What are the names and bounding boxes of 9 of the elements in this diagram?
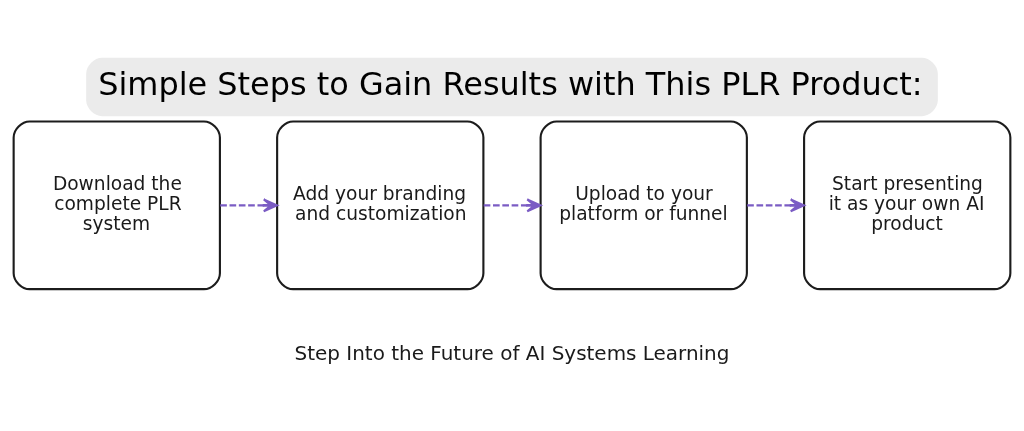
node-box: Upload to your platform or funnel: [539, 119, 748, 290]
arrow: [483, 197, 542, 212]
node-box: Start presenting it as your own AI product: [803, 119, 1012, 290]
arrow: [220, 197, 279, 212]
caption: Step Into the Future of AI Systems Learning: [294, 340, 730, 365]
node-box: Download the complete PLR system: [12, 119, 221, 290]
node-box: Add your branding and customization: [276, 119, 485, 290]
diagram-title: Simple Steps to Gain Results with This PLR Product:: [98, 64, 923, 103]
arrow: [747, 197, 806, 212]
